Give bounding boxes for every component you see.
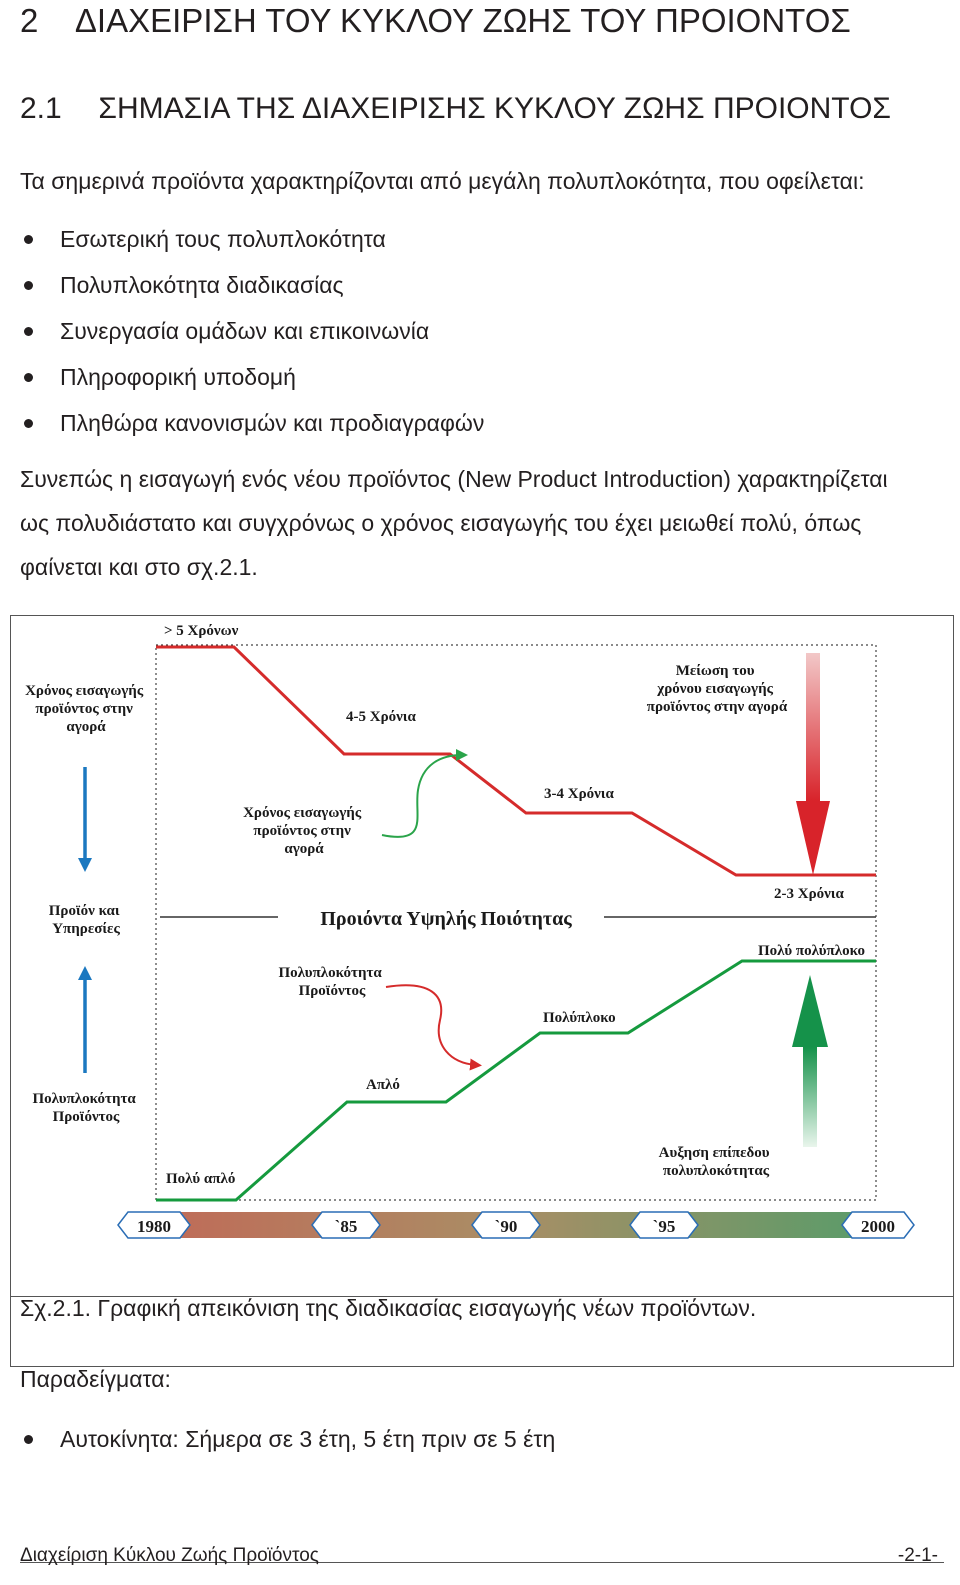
footer-title: Διαχείριση Κύκλου Ζωής Προϊόντος <box>20 1545 319 1566</box>
dotted-frame <box>155 644 877 1201</box>
intro-text: Τα σημερινά προϊόντα χαρακτηρίζονται από… <box>20 168 865 194</box>
increase-arrow <box>792 975 828 1147</box>
section-heading: 2.1 ΣΗΜΑΣΙΑ ΤΗΣ ΔΙΑΧΕΙΡΙΣΗΣ ΚΥΚΛΟΥ ΖΩΗΣ … <box>20 92 891 126</box>
chapter-heading: 2 ΔΙΑΧΕΙΡΙΣΗ ΤΟΥ ΚΥΚΛΟΥ ΖΩΗΣ ΤΟΥ ΠΡΟΙΟΝΤ… <box>20 2 851 40</box>
timeline-label: `90 <box>495 1217 518 1236</box>
complexity-callout-arrow <box>385 984 482 1071</box>
figure-caption: Σχ.2.1. Γραφική απεικόνιση της διαδικασί… <box>20 1295 757 1321</box>
bullet-icon <box>24 327 33 336</box>
paragraph-line: ως πολυδιάστατο και συγχρόνως ο χρόνος ε… <box>20 510 862 536</box>
list-item: Πληθώρα κανονισμών και προδιαγραφών <box>60 410 485 436</box>
left-time-label: Χρόνος εισαγωγής προϊόντος στην αγορά <box>25 683 147 735</box>
complexity-step-line <box>156 959 876 1202</box>
time-level-label: 2-3 Χρόνια <box>774 886 844 902</box>
list-item: Αυτοκίνητα: Σήμερα σε 3 έτη, 5 έτη πριν … <box>60 1426 556 1452</box>
figure-caption-divider <box>10 1296 954 1297</box>
reduction-note: Μείωση του χρόνου εισαγωγής προϊόντος στ… <box>647 663 788 715</box>
chapter-title: ΔΙΑΧΕΙΡΙΣΗ ΤΟΥ ΚΥΚΛΟΥ ΖΩΗΣ ΤΟΥ ΠΡΟΙΟΝΤΟΣ <box>74 2 851 39</box>
time-step-line <box>156 645 876 877</box>
section-title: ΣΗΜΑΣΙΑ ΤΗΣ ΔΙΑΧΕΙΡΙΣΗΣ ΚΥΚΛΟΥ ΖΩΗΣ ΠΡΟΙ… <box>98 92 891 125</box>
chapter-number: 2 <box>20 2 39 39</box>
timeline-label: `85 <box>335 1217 358 1236</box>
list-item: Πληροφορική υποδομή <box>60 364 296 390</box>
time-callout-arrow <box>381 749 468 838</box>
list-item: Συνεργασία ομάδων και επικοινωνία <box>60 318 430 344</box>
timeline-label: 1980 <box>137 1217 171 1236</box>
timeline-label: `95 <box>653 1217 676 1236</box>
complexity-level-label: Απλό <box>366 1077 400 1093</box>
center-title: Προιόντα Υψηλής Ποιότητας <box>320 908 572 930</box>
list-item: Πολυπλοκότητα διαδικασίας <box>60 272 344 298</box>
footer-page-number: -2-1- <box>897 1545 938 1566</box>
bullet-icon <box>24 419 33 428</box>
examples-label: Παραδείγματα: <box>20 1366 171 1392</box>
bullet-icon <box>24 235 33 244</box>
paragraph-line: Συνεπώς η εισαγωγή ενός νέου προϊόντος (… <box>20 466 888 492</box>
paragraph-line: φαίνεται και στο σχ.2.1. <box>20 554 258 580</box>
figure-frame <box>10 615 954 1367</box>
time-level-label: > 5 Χρόνων <box>164 623 239 639</box>
time-level-label: 4-5 Χρόνια <box>346 709 416 725</box>
list-item: Εσωτερική τους πολυπλοκότητα <box>60 226 386 252</box>
section-number: 2.1 <box>20 92 62 125</box>
complexity-level-label: Πολύ πολύπλοκο <box>758 943 865 959</box>
timeline-markers <box>117 1211 915 1239</box>
timeline-label: 2000 <box>861 1217 895 1236</box>
bullet-icon <box>24 1435 33 1444</box>
time-level-label: 3-4 Χρόνια <box>544 786 614 802</box>
figure-diagram: 1980 `85 `90 `95 2000 Χρόνος εισαγωγής π… <box>25 623 915 1239</box>
bullet-icon <box>24 281 33 290</box>
increase-note: Αυξηση επίπεδου πολυπλοκότητας <box>659 1145 774 1179</box>
complexity-level-label: Πολύ απλό <box>166 1171 235 1187</box>
reduction-arrow <box>796 653 830 875</box>
complexity-callout-label: Πολυπλοκότητα Προϊόντος <box>278 965 385 999</box>
time-callout-label: Χρόνος εισαγωγής προϊόντος στην αγορά <box>243 805 365 857</box>
bullet-icon <box>24 373 33 382</box>
left-products-label: Προϊόν και Υπηρεσίες <box>49 903 123 937</box>
left-complexity-label: Πολυπλοκότητα Προϊόντος <box>32 1091 139 1125</box>
footer-divider <box>20 1562 944 1563</box>
complexity-level-label: Πολύπλοκο <box>543 1010 616 1026</box>
